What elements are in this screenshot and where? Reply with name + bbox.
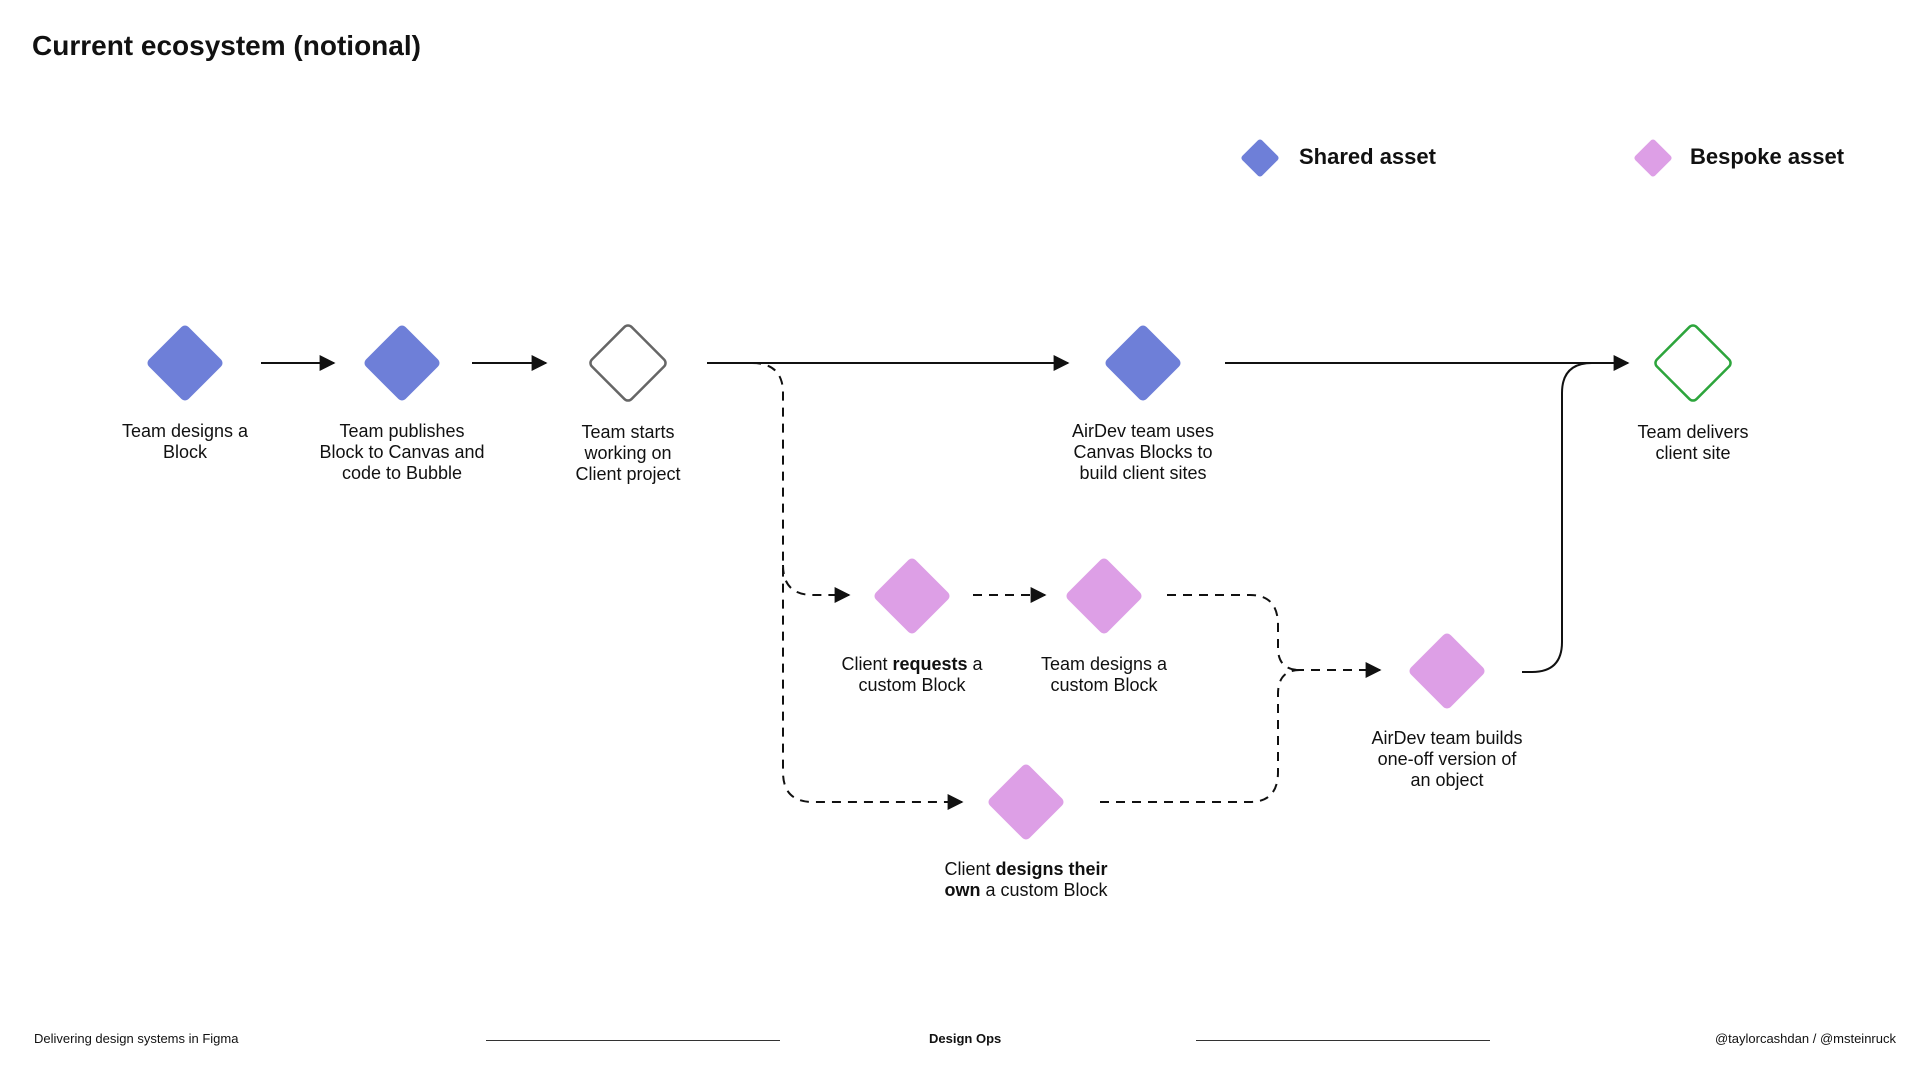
connector-team-custom-to-merge — [1167, 594, 1301, 671]
label-team-designs-custom: Team designs a custom Block — [1040, 654, 1168, 695]
connector-branch-to-requests — [782, 564, 851, 603]
label-client-designs-own: Client designs their own a custom Block — [944, 859, 1108, 900]
connector-own-to-merge — [1100, 669, 1301, 803]
node-requests-diamond — [874, 558, 950, 634]
label-team-designs-block: Team designs a Block — [121, 421, 249, 462]
node-uses-diamond — [1105, 325, 1181, 401]
label-team-delivers: Team delivers client site — [1637, 422, 1749, 463]
connector-starts-branch — [751, 362, 964, 810]
label-airdev-uses-canvas: AirDev team uses Canvas Blocks to build … — [1071, 421, 1215, 483]
page-title: Current ecosystem (notional) — [32, 30, 421, 61]
node-team-custom-diamond — [1066, 558, 1142, 634]
label-client-requests: Client requests a custom Block — [841, 654, 983, 695]
footer-divider-left — [486, 1040, 780, 1041]
node-own-diamond — [988, 764, 1064, 840]
legend-bespoke-label: Bespoke asset — [1690, 144, 1845, 169]
node-starts-diamond — [589, 324, 667, 402]
footer-authors: @taylorcashdan / @msteinruck — [1714, 1031, 1896, 1046]
label-team-starts: Team starts working on Client project — [575, 422, 681, 484]
node-publishes-diamond — [364, 325, 440, 401]
connector-oneoff-to-delivers — [1522, 362, 1610, 673]
node-one-off-diamond — [1409, 633, 1485, 709]
node-designs-diamond — [147, 325, 223, 401]
label-airdev-builds-oneoff: AirDev team builds one-off version of an… — [1371, 728, 1523, 790]
footer-deck-title: Delivering design systems in Figma — [34, 1031, 239, 1046]
legend-shared-icon — [1241, 139, 1279, 177]
label-team-publishes: Team publishes Block to Canvas and code … — [319, 421, 485, 483]
legend-bespoke-icon — [1634, 139, 1672, 177]
legend-shared-label: Shared asset — [1299, 144, 1436, 169]
footer-divider-right — [1196, 1040, 1490, 1041]
footer-section: Design Ops — [929, 1031, 1002, 1046]
node-delivers-diamond — [1654, 324, 1732, 402]
